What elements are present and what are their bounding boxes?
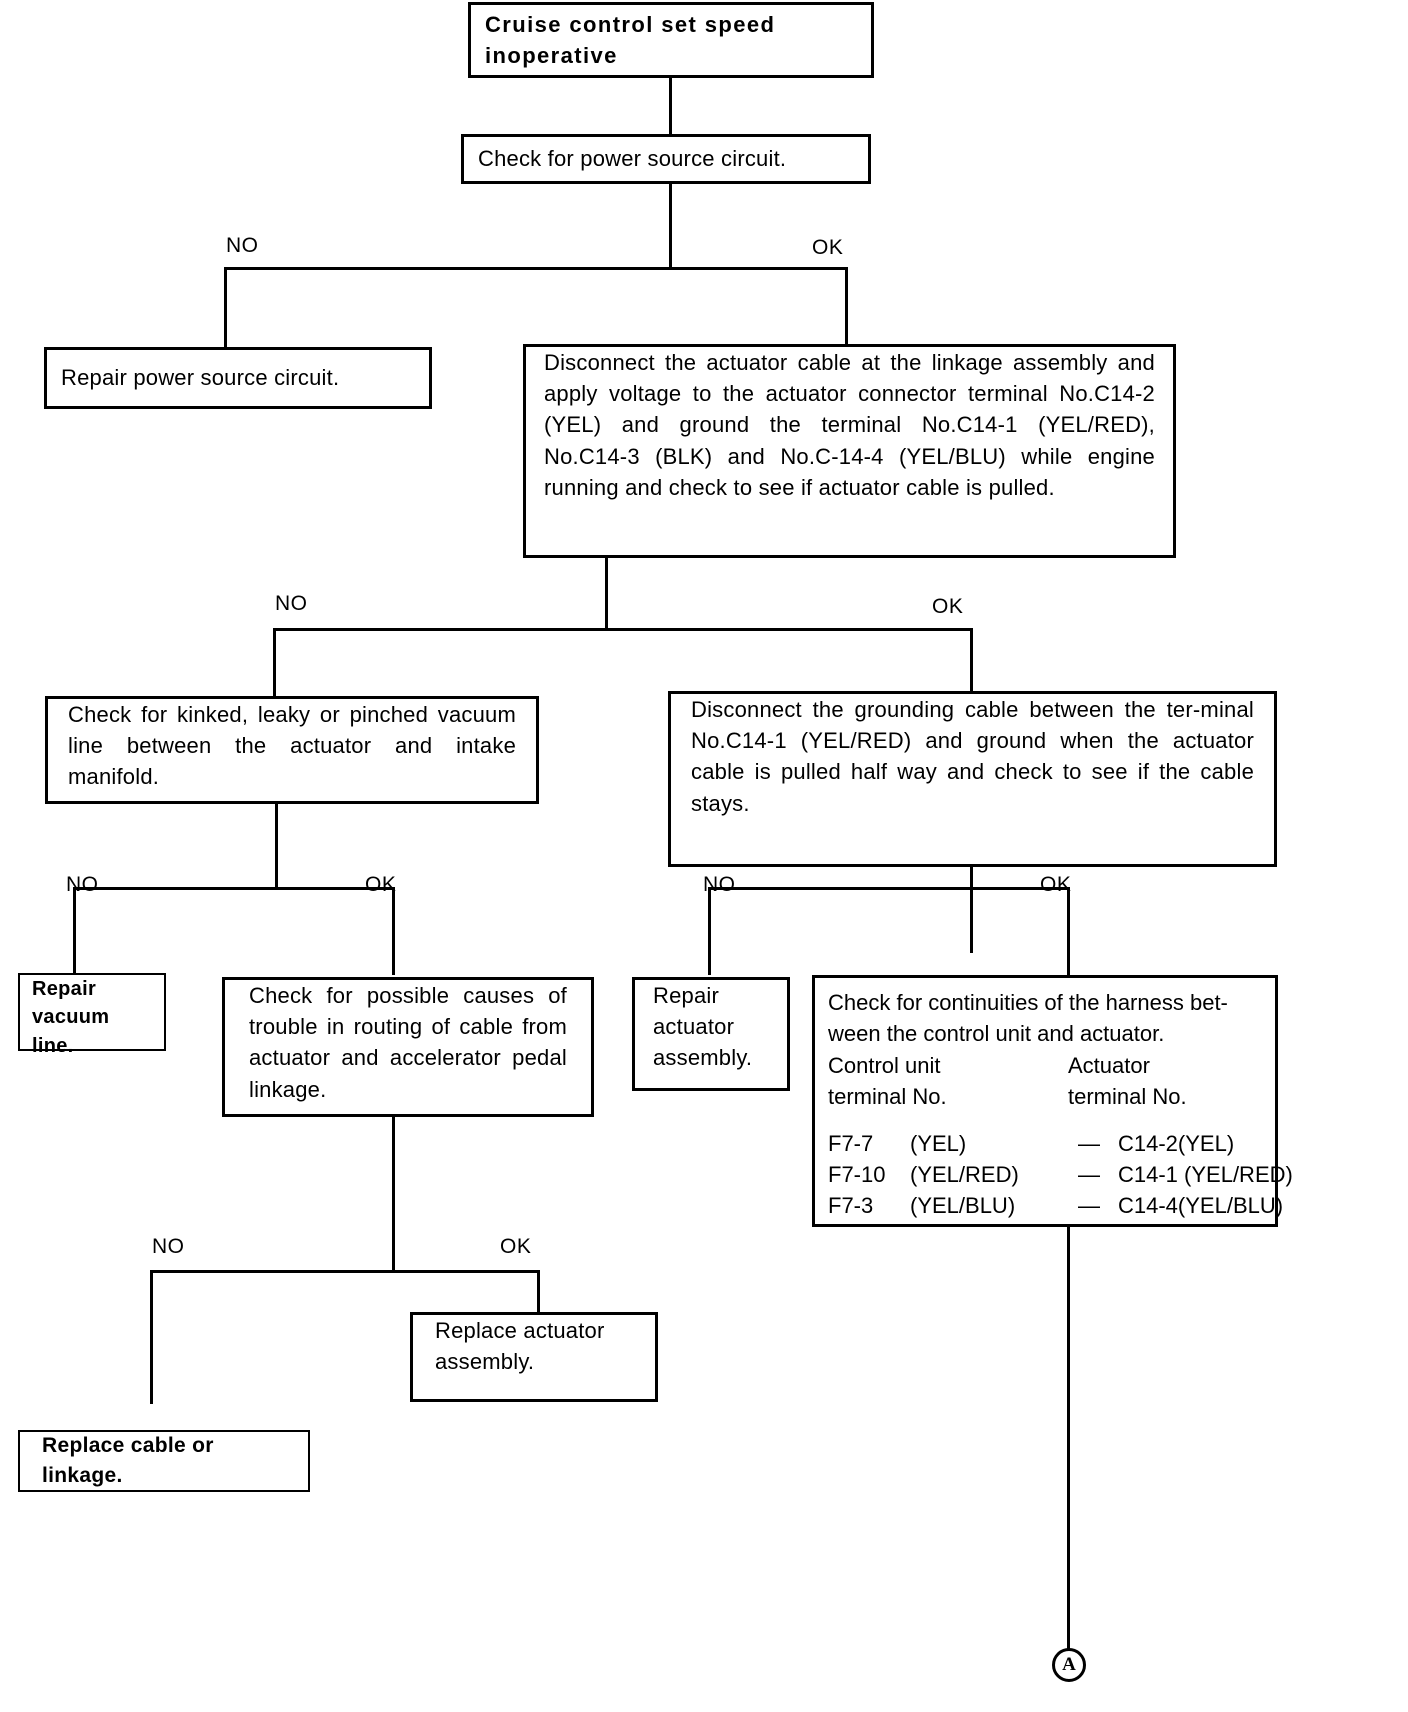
connector-start-to-check-power: [669, 78, 672, 136]
branch1-leg-ok: [845, 267, 848, 345]
node-check-vacuum-line-label: Check for kinked, leaky or pinched vacuu…: [68, 702, 516, 790]
connector-a-label: A: [1062, 1654, 1076, 1675]
branch4-bus: [708, 887, 1070, 890]
node-repair-power-source: Repair power source circuit.: [44, 347, 432, 409]
continuity-control-terminal: F7-7: [828, 1131, 874, 1156]
node-repair-power-source-label: Repair power source circuit.: [61, 365, 340, 391]
node-check-power-source-label: Check for power source circuit.: [478, 146, 787, 172]
branch3-label-no: NO: [66, 873, 99, 896]
branch1-label-ok: OK: [812, 236, 844, 259]
node-start-label: Cruise control set speed inoperative: [485, 11, 776, 68]
node-replace-actuator-assembly: Replace actuator assembly.: [410, 1312, 658, 1402]
continuity-control-color: (YEL): [910, 1131, 967, 1156]
branch5-bus: [150, 1270, 540, 1273]
node-check-cable-routing-label: Check for possible causes of trouble in …: [249, 983, 567, 1102]
node-disconnect-grounding-cable: Disconnect the grounding cable between t…: [668, 691, 1277, 867]
continuity-actuator-terminal: C14-4(YEL/BLU): [1118, 1193, 1284, 1219]
continuity-header-actuator-line1: Actuator: [1068, 1053, 1150, 1078]
branch5-leg-no: [150, 1270, 153, 1404]
node-check-power-source: Check for power source circuit.: [461, 134, 871, 184]
branch3-leg-ok: [392, 887, 395, 975]
branch5-label-ok: OK: [500, 1235, 532, 1258]
node-repair-vacuum-line: Repair vacuum line.: [18, 973, 166, 1057]
branch1-label-no: NO: [226, 234, 259, 257]
branch2-stem: [605, 558, 608, 630]
branch2-leg-no: [273, 628, 276, 700]
node-disconnect-grounding-cable-label: Disconnect the grounding cable between t…: [691, 697, 1254, 816]
node-repair-actuator-assembly-label: Repair actuator assembly.: [653, 983, 753, 1071]
continuity-row: F7-10 (YEL/RED) — C14-1 (YEL/RED): [828, 1159, 1293, 1190]
node-disconnect-actuator-cable-label: Disconnect the actuator cable at the lin…: [544, 350, 1155, 500]
branch3-stem: [275, 804, 278, 890]
branch4-leg-no: [708, 887, 711, 975]
continuity-header-actuator: Actuator terminal No.: [1068, 1050, 1187, 1112]
continuity-row: F7-3 (YEL/BLU) — C14-4(YEL/BLU): [828, 1190, 1293, 1221]
branch4-leg-ok: [1067, 887, 1070, 975]
node-check-vacuum-line: Check for kinked, leaky or pinched vacuu…: [45, 696, 539, 804]
node-check-harness-continuity-line2: ween the control unit and actuator.: [828, 1021, 1165, 1046]
branch2-bus: [273, 628, 973, 631]
node-replace-actuator-assembly-label: Replace actuator assembly.: [435, 1318, 605, 1375]
continuity-header-control-unit: Control unit terminal No.: [828, 1050, 947, 1112]
node-start: Cruise control set speed inoperative: [468, 2, 874, 78]
node-check-cable-routing: Check for possible causes of trouble in …: [222, 977, 594, 1117]
branch5-stem: [392, 1117, 395, 1272]
branch1-leg-no: [224, 267, 227, 349]
branch4-label-no: NO: [703, 873, 736, 896]
branch3-label-ok: OK: [365, 873, 397, 896]
continuity-control-color: (YEL/BLU): [910, 1193, 1016, 1219]
branch3-bus: [73, 887, 395, 890]
continuity-control-terminal: F7-3: [828, 1193, 874, 1219]
continuity-actuator-terminal: C14-2(YEL): [1118, 1131, 1235, 1156]
continuity-dash: —: [1078, 1131, 1100, 1156]
continuity-control-color: (YEL/RED): [910, 1162, 1019, 1188]
branch5-leg-ok: [537, 1270, 540, 1314]
connector-a-circle: A: [1052, 1648, 1086, 1682]
node-check-harness-continuity-line1: Check for continuities of the harness be…: [828, 990, 1228, 1015]
branch4-stem: [970, 867, 973, 953]
node-replace-cable-or-linkage: Replace cable or linkage.: [18, 1430, 310, 1492]
branch2-label-ok: OK: [932, 595, 964, 618]
continuity-header-control-unit-line1: Control unit: [828, 1053, 941, 1078]
continuity-dash: —: [1078, 1162, 1100, 1188]
branch2-leg-ok: [970, 628, 973, 693]
branch2-label-no: NO: [275, 592, 308, 615]
node-repair-vacuum-line-label: Repair vacuum line.: [32, 978, 110, 1057]
node-disconnect-actuator-cable: Disconnect the actuator cable at the lin…: [523, 344, 1176, 558]
connector-to-a-line: [1067, 1227, 1070, 1649]
node-replace-cable-or-linkage-label: Replace cable or linkage.: [42, 1434, 214, 1487]
branch4-label-ok: OK: [1040, 873, 1072, 896]
branch5-label-no: NO: [152, 1235, 185, 1258]
branch1-stem: [669, 184, 672, 269]
continuity-row: F7-7 (YEL) — C14-2(YEL): [828, 1128, 1293, 1159]
continuity-control-terminal: F7-10: [828, 1162, 886, 1188]
branch1-bus: [224, 267, 848, 270]
node-repair-actuator-assembly: Repair actuator assembly.: [632, 977, 790, 1091]
branch3-leg-no: [73, 887, 76, 975]
continuity-actuator-terminal: C14-1 (YEL/RED): [1118, 1162, 1293, 1188]
continuity-header-control-unit-line2: terminal No.: [828, 1084, 947, 1110]
continuity-header-actuator-line2: terminal No.: [1068, 1084, 1187, 1110]
continuity-table: F7-7 (YEL) — C14-2(YEL) F7-10 (YEL/RED) — C14-1…: [828, 1128, 1293, 1222]
node-check-harness-continuity: [812, 975, 1278, 1227]
continuity-dash: —: [1078, 1193, 1100, 1219]
